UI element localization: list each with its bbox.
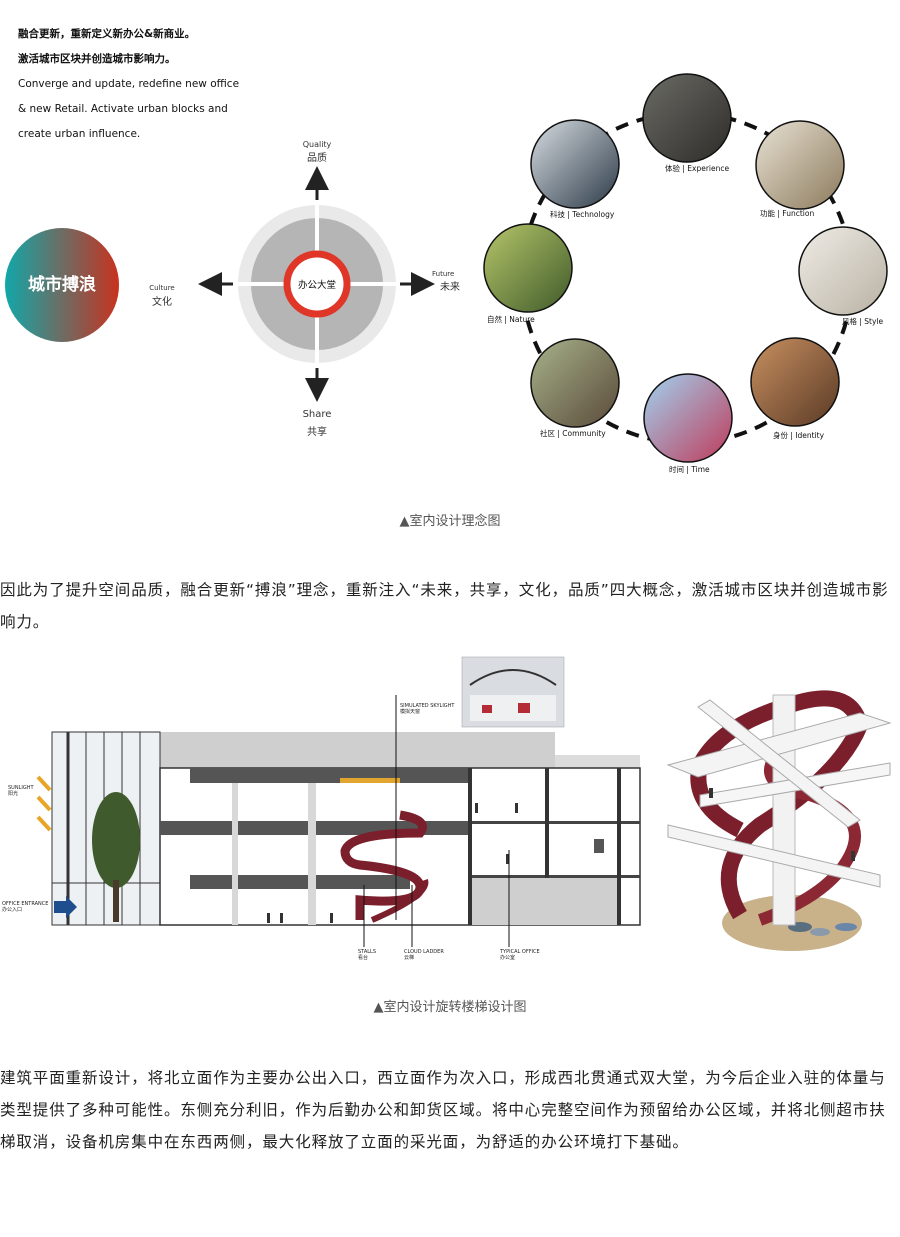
- direction-down: Share 共享: [292, 405, 342, 441]
- stair-axonometric: [666, 690, 892, 951]
- stalls-label: STALLS 看台: [358, 949, 376, 961]
- intro-en-line-3: create urban influence.: [18, 128, 141, 140]
- skylight-label-en: SIMULATED SKYLIGHT: [400, 703, 455, 709]
- concept-photo: [643, 373, 733, 463]
- entrance-arrow: [54, 896, 77, 918]
- concept-photo-label: 风格 | Style: [842, 317, 884, 326]
- concept-photo: [530, 119, 620, 209]
- skylight-label: SIMULATED SKYLIGHT 模拟天窗: [400, 703, 455, 715]
- section-graphics: [36, 656, 892, 951]
- concept-photo: [755, 120, 845, 210]
- section-drawing: SUNLIGHT 阳光 OFFICE ENTRANCE 办公入口 SIMULAT…: [0, 655, 900, 975]
- direction-down-zh: 共享: [307, 427, 327, 438]
- concept-photo-label: 时间 | Time: [669, 465, 710, 474]
- sunlight-ray: [36, 775, 52, 792]
- skylight-strip: [340, 778, 400, 783]
- concept-diagram: 融合更新，重新定义新办公&新商业。 激活城市区块并创造城市影响力。 Conver…: [0, 0, 900, 529]
- badge-circle: [5, 228, 119, 342]
- concept-photo-label: 科技 | Technology: [550, 210, 615, 219]
- stalls-label-zh: 看台: [358, 955, 369, 961]
- slab-roof: [190, 768, 468, 783]
- ring-photos: [483, 73, 888, 463]
- ladder-label-en: CLOUD LADDER: [404, 949, 444, 955]
- intro-text: 融合更新，重新定义新办公&新商业。 激活城市区块并创造城市影响力。 Conver…: [18, 22, 248, 147]
- direction-left-en: Culture: [149, 284, 175, 292]
- office-label: TYPICAL OFFICE 办公室: [500, 949, 540, 961]
- office-label-en: TYPICAL OFFICE: [500, 949, 540, 955]
- sunlight-ray: [36, 815, 52, 832]
- center-ring: [283, 250, 351, 318]
- sunlight-label: SUNLIGHT 阳光: [8, 785, 34, 797]
- office-label-zh: 办公室: [500, 955, 516, 961]
- sunlight-ray: [36, 795, 52, 812]
- concept-photo-label: 自然 | Nature: [487, 315, 535, 324]
- sunlight-label-en: SUNLIGHT: [8, 785, 34, 791]
- concept-photo-label: 社区 | Community: [540, 429, 606, 438]
- direction-up-zh: 品质: [307, 153, 327, 164]
- direction-down-en: Share: [302, 409, 332, 420]
- east-office-block: [472, 878, 617, 925]
- center-label: 办公大堂: [297, 280, 336, 291]
- section-caption: ▲室内设计旋转楼梯设计图: [373, 1000, 527, 1015]
- concept-photo: [750, 337, 840, 427]
- concept-photo: [530, 338, 620, 428]
- sunlight-label-zh: 阳光: [8, 791, 19, 797]
- direction-right-zh: 未来: [440, 282, 460, 293]
- tree: [92, 792, 140, 888]
- entrance-label-zh: 办公入口: [2, 907, 23, 913]
- concept-caption: ▲室内设计理念图: [399, 514, 501, 529]
- stalls-label-en: STALLS: [358, 949, 377, 955]
- paragraph-2: 建筑平面重新设计，将北立面作为主要办公出入口，西立面作为次入口，形成西北贯通式双…: [0, 1069, 886, 1151]
- ladder-label-zh: 云梯: [404, 955, 415, 961]
- concept-photo: [798, 226, 888, 316]
- paragraph-1: 因此为了提升空间品质，融合更新“搏浪”理念，重新注入“未来，共享，文化，品质”四…: [0, 581, 889, 631]
- direction-up: Quality 品质: [292, 140, 342, 164]
- concept-photo-label: 功能 | Function: [760, 209, 815, 218]
- concept-photo: [483, 223, 573, 313]
- direction-up-en: Quality: [302, 140, 332, 149]
- direction-right: Future 未来: [432, 270, 472, 293]
- intro-en-line-1: Converge and update, redefine new office: [18, 78, 240, 90]
- badge-label: 城市搏浪: [28, 275, 96, 295]
- ladder-label: CLOUD LADDER 云梯: [404, 949, 444, 961]
- concept-photo-label: 身份 | Identity: [773, 431, 825, 440]
- concept-photo-label: 体验 | Experience: [665, 164, 730, 173]
- direction-left-zh: 文化: [152, 297, 172, 308]
- direction-right-en: Future: [432, 270, 455, 278]
- skylight-label-zh: 模拟天窗: [400, 709, 421, 715]
- intro-en-line-2: & new Retail. Activate urban blocks and: [18, 103, 228, 115]
- concept-photo: [642, 73, 732, 163]
- intro-cn-line-2: 激活城市区块并创造城市影响力。: [18, 53, 176, 65]
- entrance-label: OFFICE ENTRANCE 办公入口: [2, 901, 48, 913]
- direction-left: Culture 文化: [140, 282, 184, 312]
- slab-level-2: [190, 875, 410, 889]
- concept-graphics: [5, 73, 888, 463]
- roof-band: [160, 732, 555, 768]
- entrance-label-en: OFFICE ENTRANCE: [2, 901, 49, 907]
- intro-cn-line-1: 融合更新，重新定义新办公&新商业。: [18, 28, 196, 40]
